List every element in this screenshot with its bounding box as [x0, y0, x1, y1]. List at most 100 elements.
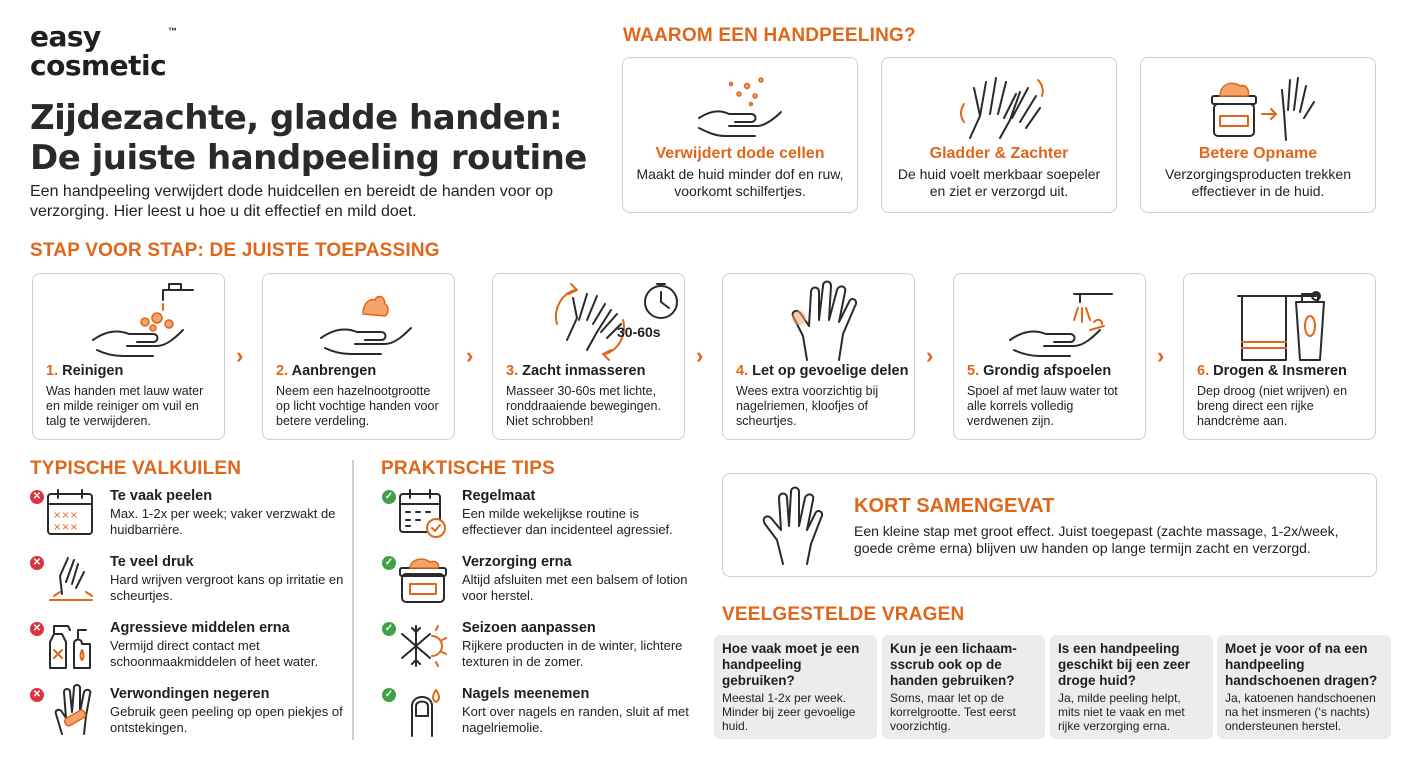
step-text: Wees extra voorzichtig bij nagelriemen, … [736, 384, 879, 428]
check-icon: ✓ [382, 622, 396, 636]
check-icon: ✓ [382, 490, 396, 504]
step-label: Aanbrengen [291, 363, 377, 379]
svg-text:×××: ××× [53, 522, 78, 533]
step-text: Was handen met lauw water en milde reini… [46, 384, 204, 428]
pitfall-title: Te vaak peelen [110, 488, 213, 504]
step-text: Masseer 30-60s met lichte, ronddraaiende… [506, 384, 661, 428]
error-icon: ✕ [30, 622, 44, 636]
summary-title: KORT SAMENGEVAT [854, 495, 1055, 517]
step-title: 2. Aanbrengen [276, 363, 376, 379]
faq-heading: VEELGESTELDE VRAGEN [722, 604, 965, 625]
faq-answer: Soms, maar let op de korrelgrootte. Test… [890, 691, 1016, 733]
step-card-5: 5. Grondig afspoelen Spoel af met lauw w… [953, 273, 1146, 440]
check-icon: ✓ [382, 688, 396, 702]
pitfall-title: Te veel druk [110, 554, 194, 570]
step-number: 6. [1197, 363, 1210, 379]
step-title: 4. Let op gevoelige delen [736, 363, 908, 379]
pitfall-title: Agressieve middelen erna [110, 620, 290, 636]
trademark-symbol: ™ [168, 26, 177, 36]
pitfalls-heading: TYPISCHE VALKUILEN [30, 458, 242, 479]
why-card-text: Maakt de huid minder dof en ruw, voorkom… [636, 166, 844, 199]
section-divider [352, 460, 354, 740]
faq-question: Is een handpeeling geschikt bij een zeer… [1058, 641, 1191, 688]
step-title: 6. Drogen & Insmeren [1197, 363, 1347, 379]
pitfall-text: Max. 1-2x per week; vaker verzwakt de hu… [110, 506, 336, 537]
calendar-crossed-icon: ××× ××× [47, 489, 93, 535]
error-icon: ✕ [30, 688, 44, 702]
pitfall-item: ✕ Te veel druk Hard wrijven vergroot kan… [30, 554, 350, 614]
step-number: 2. [276, 363, 289, 379]
why-card-title: Verwijdert dode cellen [655, 145, 825, 162]
chevron-right-icon: › [466, 343, 474, 368]
massage-hands-timer-icon [555, 283, 678, 361]
brand-logo: easy cosmetic [30, 22, 167, 80]
faq-card-4: Moet je voor of na een handpeeling hands… [1217, 635, 1391, 739]
pitfall-item: ✕ Verwondingen negeren Gebruik geen peel… [30, 684, 350, 746]
hand-pressure-icon [49, 557, 93, 601]
tip-text: Een milde wekelijkse routine is effectie… [462, 506, 673, 537]
step-label: Grondig afspoelen [983, 363, 1112, 379]
why-card-3: Betere Opname Verzorgingsproducten trekk… [1140, 57, 1376, 213]
tip-title: Regelmaat [462, 488, 536, 504]
step-number: 5. [967, 363, 980, 379]
snow-sun-icon [401, 625, 447, 667]
cream-jar-to-hand-icon [1211, 77, 1315, 141]
faq-answer: Ja, katoenen handschoenen na het insmere… [1225, 691, 1376, 733]
error-icon: ✕ [30, 490, 44, 504]
hand-cream-dollop-icon [320, 295, 412, 355]
steps-heading: STAP VOOR STAP: DE JUISTE TOEPASSING [30, 240, 440, 261]
hands-rubbing-icon [960, 77, 1044, 139]
tip-item: ✓ Seizoen aanpassen Rijkere producten in… [382, 620, 702, 680]
tip-text: Kort over nagels en randen, sluit af met… [462, 704, 689, 735]
error-icon: ✕ [30, 556, 44, 570]
tip-item: ✓ Nagels meenemen Kort over nagels en ra… [382, 686, 702, 746]
pitfall-item: ✕ ××× ××× Te vaak peelen Max. 1-2x per w… [30, 488, 350, 548]
faq-card-2: Kun je een lichaam-sscrub ook op de hand… [882, 635, 1045, 739]
step-text: Dep droog (niet wrijven) en breng direct… [1197, 384, 1348, 428]
why-card-text: Verzorgingsproducten trekken effectiever… [1165, 166, 1351, 199]
summary-card: KORT SAMENGEVAT Een kleine stap met groo… [722, 473, 1377, 577]
pitfall-title: Verwondingen negeren [110, 686, 270, 702]
pitfall-text: Hard wrijven vergroot kans op irritatie … [110, 572, 344, 603]
title-line-1: Zijdezachte, gladde handen: [30, 98, 563, 138]
why-card-1: Verwijdert dode cellen Maakt de huid min… [622, 57, 858, 213]
chevron-right-icon: › [1157, 343, 1165, 368]
title-line-2: De juiste handpeeling routine [30, 138, 587, 178]
svg-text:×××: ××× [53, 510, 78, 521]
step-label: Let op gevoelige delen [752, 363, 909, 379]
faq-question: Kun je een lichaam-sscrub ook op de hand… [890, 641, 1017, 688]
step-number: 3. [506, 363, 519, 379]
tip-text: Altijd afsluiten met een balsem of lotio… [462, 572, 688, 603]
hand-sensitive-spot-icon [791, 280, 858, 361]
step-label: Zacht inmasseren [522, 363, 646, 379]
chevron-right-icon: › [696, 343, 704, 368]
faq-card-1: Hoe vaak moet je een handpeeling gebruik… [714, 635, 877, 739]
tip-item: ✓ Regelmaat Een milde wekelijkse routine… [382, 488, 702, 548]
step-number: 4. [736, 363, 749, 379]
why-card-title: Gladder & Zachter [929, 145, 1069, 162]
step-text: Spoel af met lauw water tot alle korrels… [967, 384, 1118, 428]
step-label: Reinigen [62, 363, 124, 379]
step-card-6: 6. Drogen & Insmeren Dep droog (niet wri… [1183, 273, 1376, 440]
intro-text: Een handpeeling verwijdert dode huidcell… [30, 183, 554, 220]
summary-text: Een kleine stap met groot effect. Juist … [854, 523, 1339, 556]
tips-heading: PRAKTISCHE TIPS [381, 458, 556, 479]
step-card-4: 4. Let op gevoelige delen Wees extra voo… [722, 273, 915, 440]
step-title: 3. Zacht inmasseren [506, 363, 645, 379]
tip-title: Verzorging erna [462, 554, 572, 570]
step-card-1: 1. Reinigen Was handen met lauw water en… [32, 273, 225, 440]
pitfall-text: Gebruik geen peeling op open piekjes of … [110, 704, 343, 735]
step-label: Drogen & Insmeren [1213, 363, 1347, 379]
hand-bandage-icon [54, 684, 92, 735]
why-card-text: De huid voelt merkbaar soepeler en ziet … [897, 166, 1101, 199]
faq-question: Moet je voor of na een handpeeling hands… [1225, 641, 1378, 688]
pitfall-item: ✕ Agressieve middelen erna Vermijd direc… [30, 620, 350, 680]
why-card-title: Betere Opname [1198, 145, 1318, 162]
cream-jar-icon [399, 558, 447, 603]
spray-bottle-icon [49, 625, 91, 669]
washing-hands-icon [92, 283, 194, 357]
towel-and-cream-tube-icon [1237, 291, 1325, 361]
step-text: Neem een hazelnootgrootte op licht vocht… [276, 384, 439, 428]
page-title: Zijdezachte, gladde handen: De juiste ha… [30, 98, 587, 178]
faq-answer: Ja, milde peeling helpt, mits niet te va… [1058, 691, 1185, 733]
